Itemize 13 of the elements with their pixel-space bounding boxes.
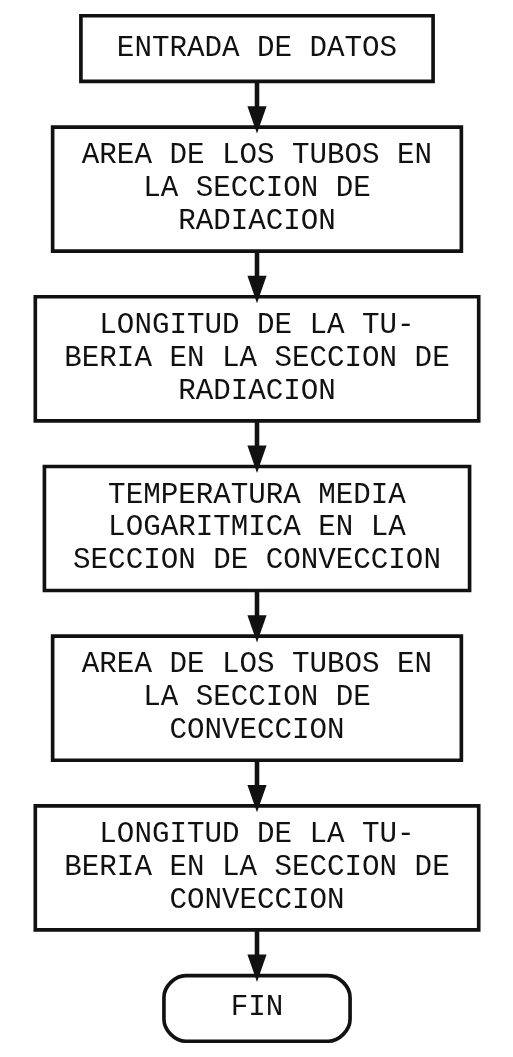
arrow — [246, 930, 267, 982]
arrow — [246, 251, 267, 304]
node-box: AREA DE LOS TUBOS EN LA SECCION DE CONVECCION — [50, 634, 463, 763]
node-box: LONGITUD DE LA TU- BERIA EN LA SECCION DE RADIACION — [32, 294, 481, 423]
node-box: ENTRADA DE DATOS — [78, 13, 435, 84]
arrow — [246, 81, 267, 134]
node-box: FIN — [161, 973, 352, 1044]
node-box: LONGITUD DE LA TU- BERIA EN LA SECCION DE CONVECCION — [32, 804, 481, 932]
node-box: AREA DE LOS TUBOS EN LA SECCION DE RADIACION — [50, 125, 463, 253]
arrow — [246, 590, 267, 643]
arrow — [246, 760, 267, 813]
node-box: TEMPERATURA MEDIA LOGARITMICA EN LA SECCION DE CONVECCION — [42, 464, 471, 593]
arrow — [246, 421, 267, 473]
